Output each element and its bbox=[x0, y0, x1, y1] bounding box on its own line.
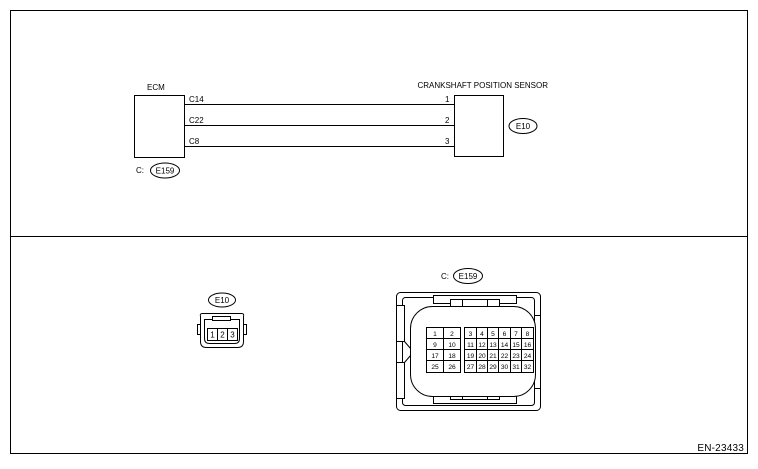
connector-badge-label: E10 bbox=[215, 296, 230, 305]
connector-badge-label: E159 bbox=[459, 272, 478, 281]
pin-label: 17 bbox=[431, 353, 439, 360]
connector-badge bbox=[508, 118, 538, 134]
pin-label: 2 bbox=[450, 331, 454, 338]
pin-label: 24 bbox=[524, 353, 532, 360]
pin-label: 22 bbox=[501, 353, 509, 360]
sensor-label: CRANKSHAFT POSITION SENSOR bbox=[417, 81, 548, 90]
pin-label: 25 bbox=[431, 364, 439, 371]
pin-label: 13 bbox=[489, 342, 497, 349]
pin-label: 10 bbox=[448, 342, 456, 349]
pin-label: 2 bbox=[220, 331, 225, 340]
pin-label: 20 bbox=[478, 353, 486, 360]
figure-code: EN-23433 bbox=[697, 443, 744, 454]
ecm-pin-label: C8 bbox=[189, 137, 200, 146]
ecm-box bbox=[134, 95, 185, 158]
sensor-pin-label: 2 bbox=[445, 116, 450, 125]
pin-label: 18 bbox=[448, 353, 456, 360]
pin-label: 4 bbox=[480, 331, 484, 338]
pin-label: 6 bbox=[503, 331, 507, 338]
pin-label: 15 bbox=[512, 342, 520, 349]
connector-e159-left-pins: 1 2 9 10 17 18 25 26 bbox=[431, 331, 456, 371]
connector-badge-label: E159 bbox=[156, 167, 175, 176]
connector-badge bbox=[150, 162, 180, 179]
pin-label: 5 bbox=[491, 331, 495, 338]
connector-badge bbox=[453, 268, 483, 284]
pin-label: 14 bbox=[501, 342, 509, 349]
ecm-pin-label: C22 bbox=[189, 116, 204, 125]
pin-label: 27 bbox=[467, 364, 475, 371]
pin-label: 31 bbox=[512, 364, 520, 371]
ecm-label: ECM bbox=[147, 83, 165, 92]
pin-label: 3 bbox=[230, 331, 235, 340]
connector-e159-face bbox=[396, 292, 541, 411]
pin-label: 9 bbox=[433, 342, 437, 349]
pin-label: 28 bbox=[478, 364, 486, 371]
connector-prefix: C: bbox=[136, 166, 144, 175]
pin-label: 19 bbox=[467, 353, 475, 360]
pin-label: 8 bbox=[526, 331, 530, 338]
ecm-pin-label: C14 bbox=[189, 95, 204, 104]
diagram-frame bbox=[10, 10, 748, 454]
pin-label: 29 bbox=[489, 364, 497, 371]
pin-label: 7 bbox=[514, 331, 518, 338]
pin-label: 32 bbox=[524, 364, 532, 371]
sensor-pin-label: 1 bbox=[445, 95, 450, 104]
connector-badge-label: E10 bbox=[516, 122, 531, 131]
pin-label: 26 bbox=[448, 364, 456, 371]
pin-label: 3 bbox=[469, 331, 473, 338]
pin-label: 21 bbox=[489, 353, 497, 360]
pin-label: 11 bbox=[467, 342, 474, 349]
pin-label: 1 bbox=[433, 331, 437, 338]
connector-e10-face bbox=[197, 313, 247, 348]
pin-label: 12 bbox=[478, 342, 486, 349]
pin-label: 16 bbox=[524, 342, 532, 349]
pin-label: 30 bbox=[501, 364, 509, 371]
pin-label: 1 bbox=[210, 331, 215, 340]
sensor-pin-label: 3 bbox=[445, 137, 450, 146]
sensor-box bbox=[454, 95, 504, 157]
pin-label: 23 bbox=[512, 353, 520, 360]
connector-prefix: C: bbox=[441, 272, 449, 281]
connector-badge bbox=[208, 292, 236, 308]
